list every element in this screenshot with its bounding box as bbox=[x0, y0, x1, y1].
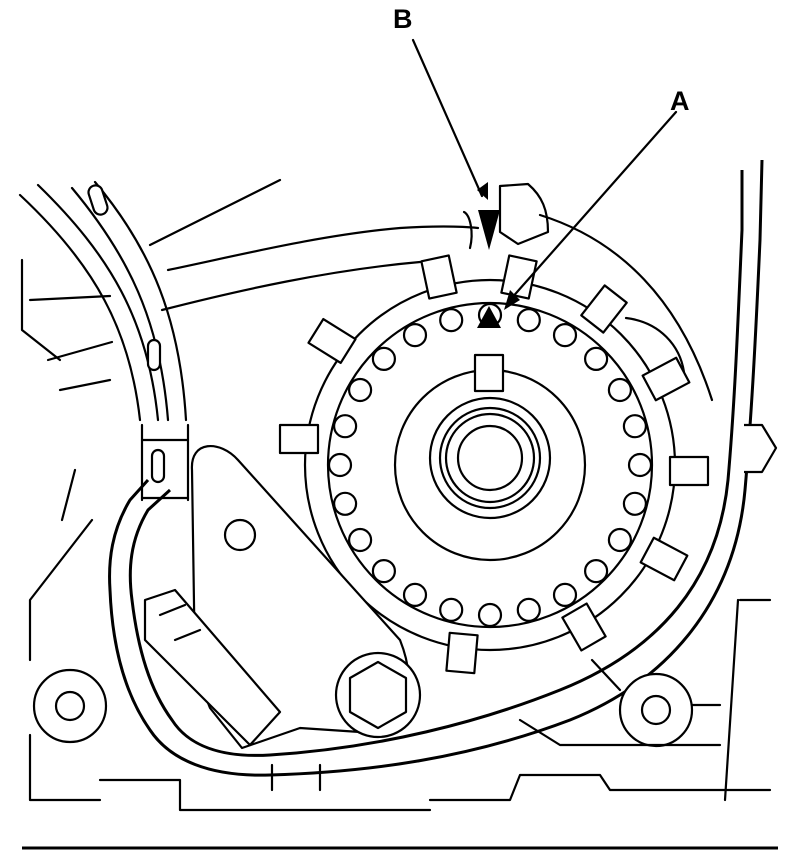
upper-block-lines bbox=[148, 178, 714, 402]
sprocket-tooth bbox=[622, 414, 648, 439]
callout-label-b: B bbox=[393, 4, 413, 34]
callout-b: B bbox=[393, 4, 500, 250]
idler-mounts bbox=[32, 598, 772, 802]
right-bracket bbox=[744, 423, 778, 474]
sprocket-hub bbox=[393, 353, 587, 562]
pointer-arrow-b bbox=[477, 182, 488, 200]
timing-mark-a bbox=[477, 306, 501, 328]
sprocket-tooth bbox=[477, 602, 503, 628]
sprocket-tooth bbox=[516, 308, 541, 333]
sprocket-tabs bbox=[278, 254, 710, 675]
guide-slots bbox=[87, 184, 166, 484]
sprocket-tooth bbox=[348, 377, 373, 403]
sprocket-tooth bbox=[552, 582, 578, 608]
sprocket-tooth bbox=[327, 452, 353, 478]
callout-a: A bbox=[477, 86, 690, 328]
pointer-arrow-a bbox=[504, 290, 520, 310]
callout-label-a: A bbox=[670, 86, 690, 116]
sprocket-tooth bbox=[439, 308, 464, 333]
sprocket-tooth bbox=[622, 491, 648, 516]
sprocket-tooth bbox=[607, 377, 633, 403]
sprocket-tooth bbox=[607, 527, 633, 553]
sprocket-tooth bbox=[333, 491, 358, 516]
sprocket-tooth bbox=[552, 323, 578, 348]
sprocket-tooth bbox=[402, 323, 428, 348]
sprocket-tooth bbox=[516, 597, 541, 623]
sprocket-tooth bbox=[371, 558, 396, 584]
sprocket-tooth bbox=[371, 346, 396, 371]
lower-block-lines bbox=[28, 718, 772, 812]
sprocket-teeth bbox=[327, 302, 653, 628]
sprocket-tooth bbox=[348, 527, 373, 553]
sprocket-tooth bbox=[402, 582, 428, 608]
sprocket-tooth bbox=[583, 558, 609, 584]
sprocket-tooth bbox=[583, 346, 609, 371]
sprocket-tooth bbox=[333, 414, 358, 439]
sprocket-tooth bbox=[439, 597, 464, 623]
tensioner-bolt bbox=[334, 651, 422, 739]
left-cover-lines bbox=[18, 180, 188, 662]
timing-mark-b bbox=[478, 210, 500, 250]
sprocket-tooth bbox=[627, 452, 653, 478]
